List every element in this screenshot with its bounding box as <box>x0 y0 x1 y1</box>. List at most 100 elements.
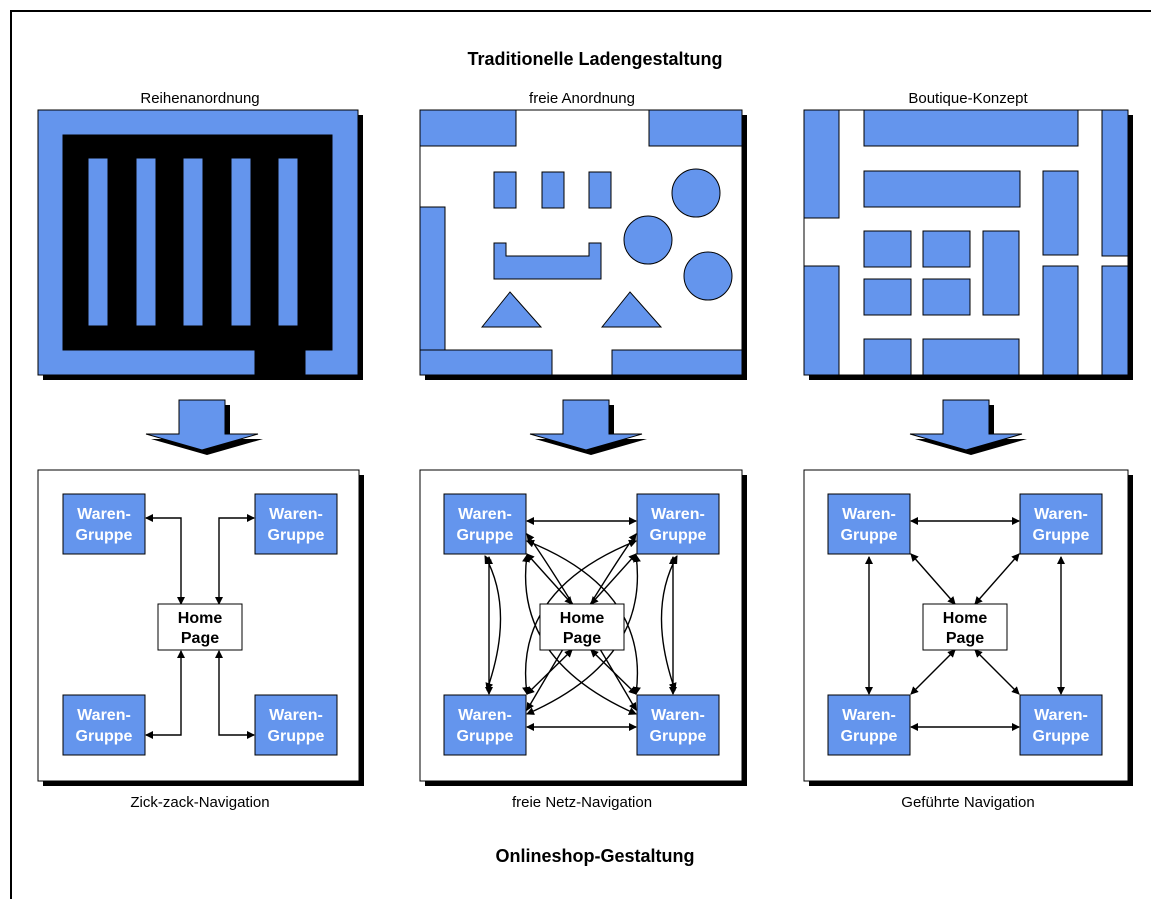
down-arrow-2 <box>529 399 643 451</box>
table-round-1 <box>671 168 721 218</box>
waren-gruppe-3-2 <box>1019 493 1103 555</box>
waren-gruppe-3-4-label-1: Waren- <box>1034 707 1088 724</box>
table-round-2 <box>623 215 673 265</box>
boutique-left-bottom <box>803 265 840 376</box>
boutique-block-1 <box>863 230 912 268</box>
label-freie-anordnung: freie Anordnung <box>529 90 635 107</box>
zz-link-bl <box>145 650 185 739</box>
shelf-free-top-left <box>419 109 517 147</box>
home-page-1-label-1: Home <box>178 610 223 627</box>
home-page-2 <box>539 603 625 651</box>
zz-link-tl <box>145 514 185 605</box>
waren-gruppe-1-1-label-1: Waren- <box>77 506 131 523</box>
waren-gruppe-2-2-label-1: Waren- <box>651 506 705 523</box>
shelf-free-top-right <box>648 109 743 147</box>
boutique-block-8 <box>922 338 1020 376</box>
title-traditional: Traditionelle Ladengestaltung <box>467 49 723 69</box>
down-arrow-1 <box>145 399 259 451</box>
shelf-free-left <box>419 206 446 353</box>
waren-gruppe-3-4-label-2: Gruppe <box>1033 728 1090 745</box>
label-gefuehrte-navigation: Geführte Navigation <box>901 794 1035 811</box>
counter-free <box>493 242 602 280</box>
waren-gruppe-2-4-label-1: Waren- <box>651 707 705 724</box>
guided-bl-home <box>910 649 956 695</box>
waren-gruppe-1-4-label-2: Gruppe <box>268 728 325 745</box>
boutique-mid <box>863 170 1021 208</box>
boutique-block-3 <box>982 230 1020 316</box>
boutique-block-6 <box>1042 265 1079 376</box>
shelf-row-5 <box>277 157 299 327</box>
net-right-curve <box>660 555 678 691</box>
waren-gruppe-2-4 <box>636 694 720 756</box>
shelf-row-3 <box>182 157 204 327</box>
waren-gruppe-3-3-label-1: Waren- <box>842 707 896 724</box>
waren-gruppe-3-1-label-2: Gruppe <box>841 527 898 544</box>
waren-gruppe-2-2 <box>636 493 720 555</box>
waren-gruppe-1-2-label-1: Waren- <box>269 506 323 523</box>
home-page-3 <box>922 603 1008 651</box>
boutique-right-top <box>1101 109 1129 257</box>
home-page-3-label-2: Page <box>946 630 984 647</box>
boutique-block-7 <box>863 338 912 376</box>
waren-gruppe-1-2-label-2: Gruppe <box>268 527 325 544</box>
boutique-top <box>863 109 1079 147</box>
waren-gruppe-1-4-label-1: Waren- <box>269 707 323 724</box>
shelf-row-4 <box>230 157 252 327</box>
label-reihenanordnung: Reihenanordnung <box>140 90 260 107</box>
boutique-right-bottom <box>1101 265 1129 376</box>
shelf-free-small-1 <box>493 171 517 209</box>
shelf-row-1 <box>87 157 109 327</box>
waren-gruppe-2-3-label-1: Waren- <box>458 707 512 724</box>
shelf-free-small-2 <box>541 171 565 209</box>
zz-link-tr <box>215 514 255 605</box>
store-free-floor <box>419 109 743 376</box>
down-arrow-3 <box>909 399 1023 451</box>
boutique-block-2 <box>922 230 971 268</box>
waren-gruppe-1-3 <box>62 694 146 756</box>
waren-gruppe-1-3-label-1: Waren- <box>77 707 131 724</box>
shelf-free-small-3 <box>588 171 612 209</box>
display-triangle-2 <box>600 291 663 328</box>
waren-gruppe-3-1-label-1: Waren- <box>842 506 896 523</box>
table-round-3 <box>683 251 733 301</box>
shelf-row-2 <box>135 157 157 327</box>
label-boutique-konzept: Boutique-Konzept <box>908 90 1028 107</box>
title-onlineshop: Onlineshop-Gestaltung <box>495 846 695 866</box>
home-page-1 <box>157 603 243 651</box>
boutique-block-4 <box>863 278 912 316</box>
shelf-free-bottom-right <box>611 349 743 376</box>
shelf-free-bottom-left <box>419 349 553 376</box>
net-left-curve <box>484 555 502 691</box>
waren-gruppe-1-2 <box>254 493 338 555</box>
waren-gruppe-2-1-label-2: Gruppe <box>457 527 514 544</box>
store-row-wall <box>37 109 359 376</box>
waren-gruppe-2-3 <box>443 694 527 756</box>
waren-gruppe-2-1 <box>443 493 527 555</box>
guided-br-home <box>974 649 1020 695</box>
waren-gruppe-3-1 <box>827 493 911 555</box>
home-page-1-label-2: Page <box>181 630 219 647</box>
waren-gruppe-2-3-label-2: Gruppe <box>457 728 514 745</box>
waren-gruppe-3-2-label-2: Gruppe <box>1033 527 1090 544</box>
home-page-2-label-2: Page <box>563 630 601 647</box>
waren-gruppe-3-3 <box>827 694 911 756</box>
waren-gruppe-2-2-label-2: Gruppe <box>650 527 707 544</box>
label-zick-zack-navigation: Zick-zack-Navigation <box>130 794 270 811</box>
waren-gruppe-1-4 <box>254 694 338 756</box>
zz-link-br <box>215 650 255 739</box>
display-triangle-1 <box>480 291 543 328</box>
waren-gruppe-2-1-label-1: Waren- <box>458 506 512 523</box>
waren-gruppe-1-1 <box>62 493 146 555</box>
boutique-left-top <box>803 109 840 219</box>
label-freie-netz-navigation: freie Netz-Navigation <box>511 794 653 811</box>
guided-tl-home <box>910 553 956 605</box>
waren-gruppe-1-1-label-2: Gruppe <box>76 527 133 544</box>
waren-gruppe-2-4-label-2: Gruppe <box>650 728 707 745</box>
guided-tr-home <box>974 553 1020 605</box>
waren-gruppe-3-2-label-1: Waren- <box>1034 506 1088 523</box>
diagram-frame <box>10 10 1151 899</box>
waren-gruppe-1-3-label-2: Gruppe <box>76 728 133 745</box>
waren-gruppe-3-3-label-2: Gruppe <box>841 728 898 745</box>
boutique-block-5 <box>922 278 971 316</box>
